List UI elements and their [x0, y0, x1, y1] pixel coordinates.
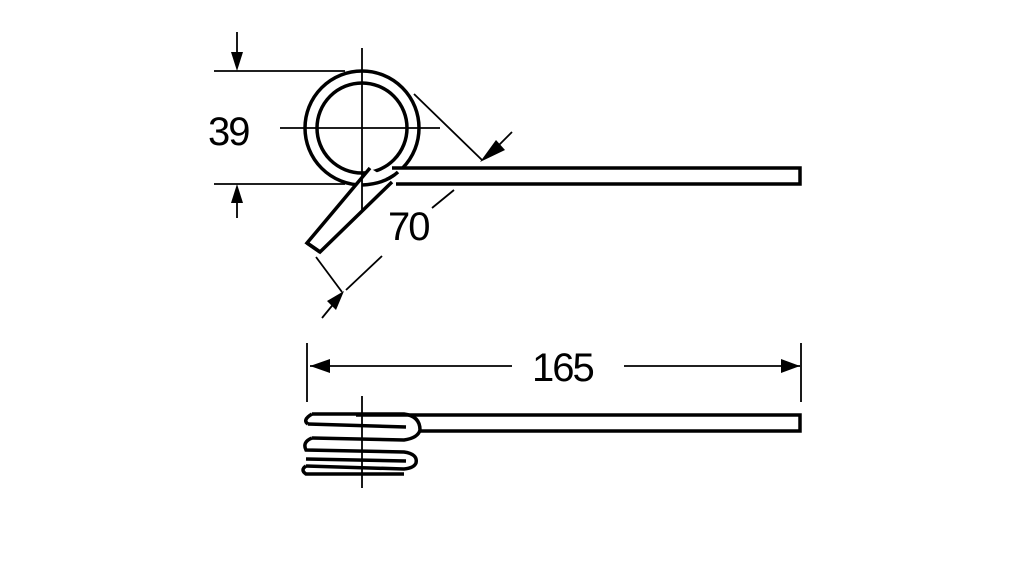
side-view [301, 343, 802, 488]
dim70-line-lower [345, 255, 383, 291]
side-tine [356, 413, 802, 433]
dimension-70-label: 70 [388, 205, 429, 249]
dimension-39-label: 39 [208, 110, 249, 154]
dim70-ext-upper [413, 93, 483, 161]
dimension-165-label: 165 [532, 346, 593, 390]
arrowheads [231, 52, 800, 373]
coil-winding-2 [303, 436, 418, 471]
dim70-line-upper [431, 189, 455, 209]
coil-left-edge [301, 412, 404, 476]
dim39-arrowhead-top [231, 52, 243, 71]
top-view [214, 32, 802, 319]
dim39-arrowhead-bottom [231, 184, 243, 203]
short-leg-tip [306, 241, 321, 254]
dim70-arrowhead-lower [327, 291, 344, 310]
dim70-ext-lower [315, 256, 343, 293]
coil-joint [361, 170, 400, 187]
coil-winding-4 [305, 457, 407, 463]
dim70-arrowhead-upper [480, 140, 505, 162]
coil-winding-1 [311, 412, 422, 442]
coil-winding-3 [307, 422, 407, 429]
long-tine [392, 166, 802, 186]
